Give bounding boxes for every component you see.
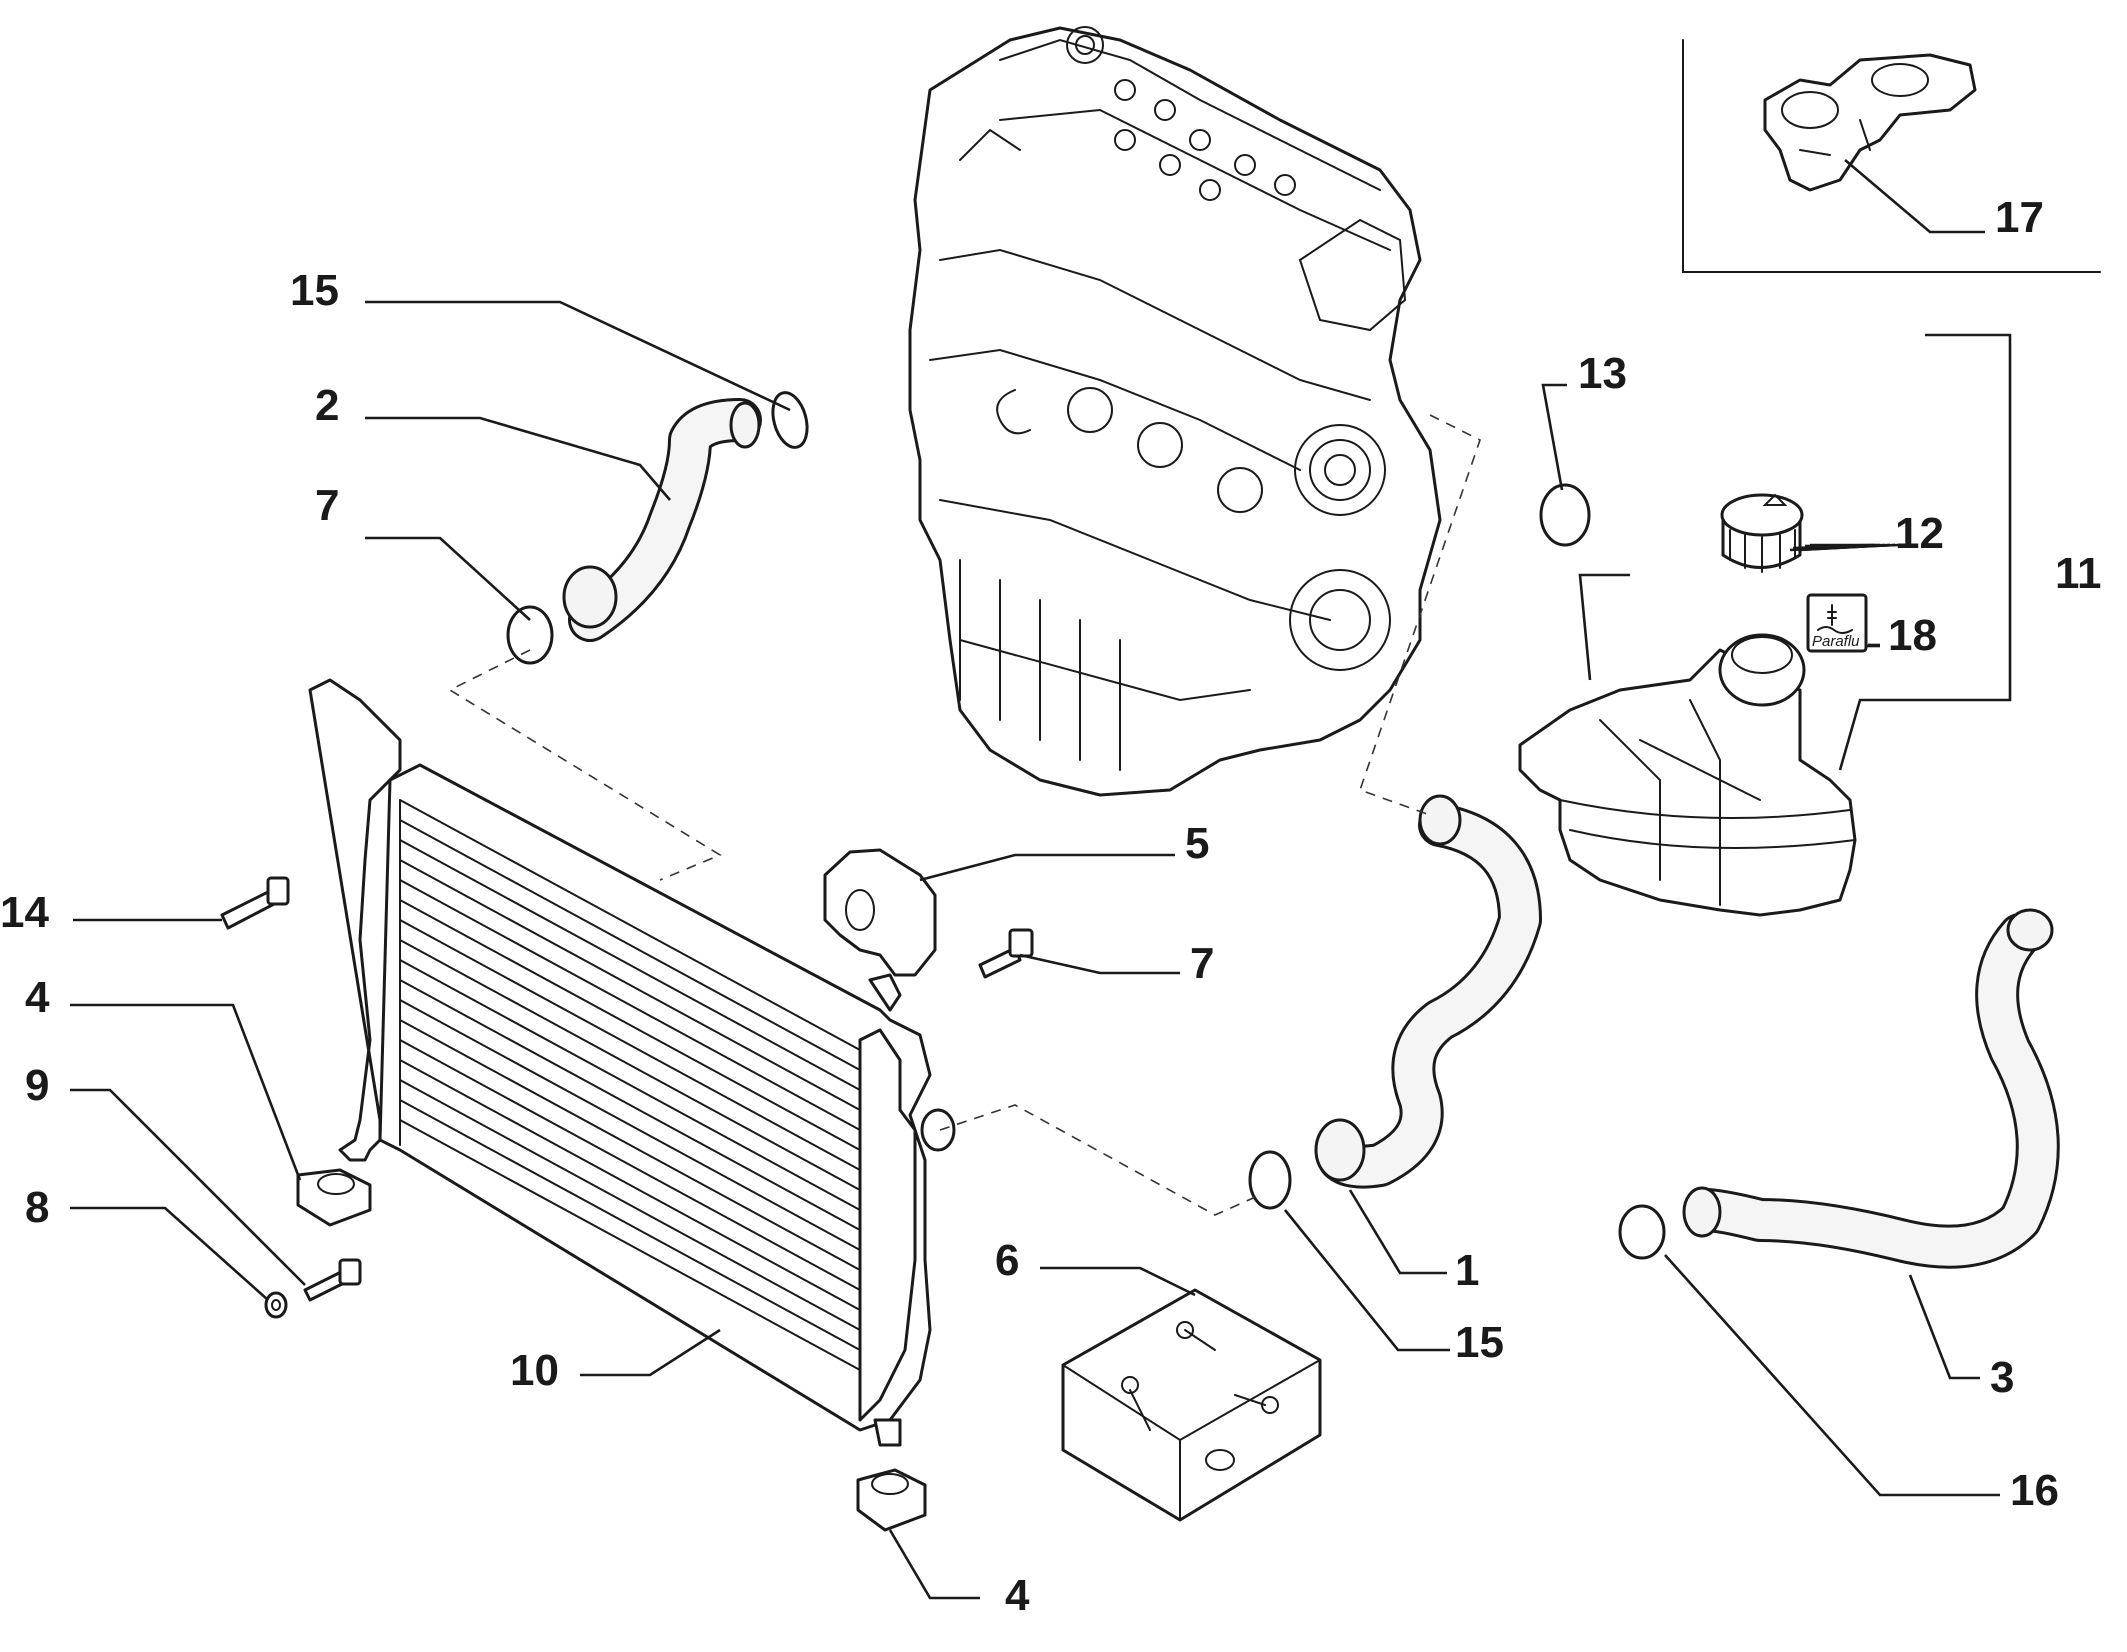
callout-7-right: 7: [1190, 939, 1214, 988]
callout-5: 5: [1185, 819, 1209, 868]
leader-lines: [70, 159, 2012, 1600]
hose-2: [562, 398, 762, 642]
mount-4-bottom: [856, 1468, 927, 1532]
bolt-7: [978, 928, 1034, 979]
callout-8: 8: [25, 1183, 49, 1232]
dashed-connections: [448, 414, 1481, 1216]
callout-4-bottom: 4: [1005, 1571, 1030, 1620]
hose-clamp-7-top: [506, 605, 554, 665]
callout-10: 10: [510, 1346, 559, 1395]
coolant-sticker: Paraflu: [1806, 593, 1868, 653]
bolt-14: [220, 876, 290, 930]
radiator: [308, 678, 956, 1447]
bolt-9: [303, 1258, 362, 1302]
callout-15-top: 15: [290, 266, 339, 315]
sticker-text: Paraflu: [1812, 633, 1860, 650]
callout-2: 2: [315, 381, 339, 430]
engine-block: [908, 26, 1442, 797]
callouts: 1 2 3 4 4 5 6 7 7 8 9 10 11 12 13 14 15 …: [0, 193, 2102, 1620]
callout-1: 1: [1455, 1246, 1479, 1295]
pressure-cap: [1720, 493, 1804, 573]
inset-frame: [1682, 39, 2101, 273]
bracket-5: [823, 848, 937, 977]
callout-11: 11: [2055, 549, 2102, 598]
hose-bracket: [1763, 53, 1977, 192]
callout-12: 12: [1895, 509, 1944, 558]
callout-13: 13: [1578, 349, 1627, 398]
callout-7-top: 7: [315, 481, 339, 530]
callout-18: 18: [1888, 611, 1937, 660]
hose-3: [1682, 908, 2060, 1269]
washer-8: [264, 1291, 288, 1319]
callout-14: 14: [0, 888, 49, 937]
hose-1: [1314, 794, 1542, 1189]
callout-3: 3: [1990, 1353, 2014, 1402]
callout-9: 9: [25, 1061, 49, 1110]
fastener-kit-6: [1061, 1288, 1322, 1522]
leader-12: [1804, 543, 1886, 549]
callout-16: 16: [2010, 1466, 2059, 1515]
hose-clamp-15-top: [771, 391, 809, 449]
hose-clamp-15-bottom: [1248, 1150, 1292, 1210]
callout-17: 17: [1995, 193, 2044, 242]
hose-clamp-13: [1539, 483, 1591, 547]
hose-clamp-16: [1618, 1204, 1666, 1260]
callout-15-bottom: 15: [1455, 1318, 1504, 1367]
callout-4-top: 4: [25, 973, 50, 1022]
callout-6: 6: [995, 1236, 1019, 1285]
radiator-fins: [399, 799, 861, 1421]
mount-4-top: [296, 1168, 372, 1227]
expansion-tank: [1518, 633, 1857, 917]
